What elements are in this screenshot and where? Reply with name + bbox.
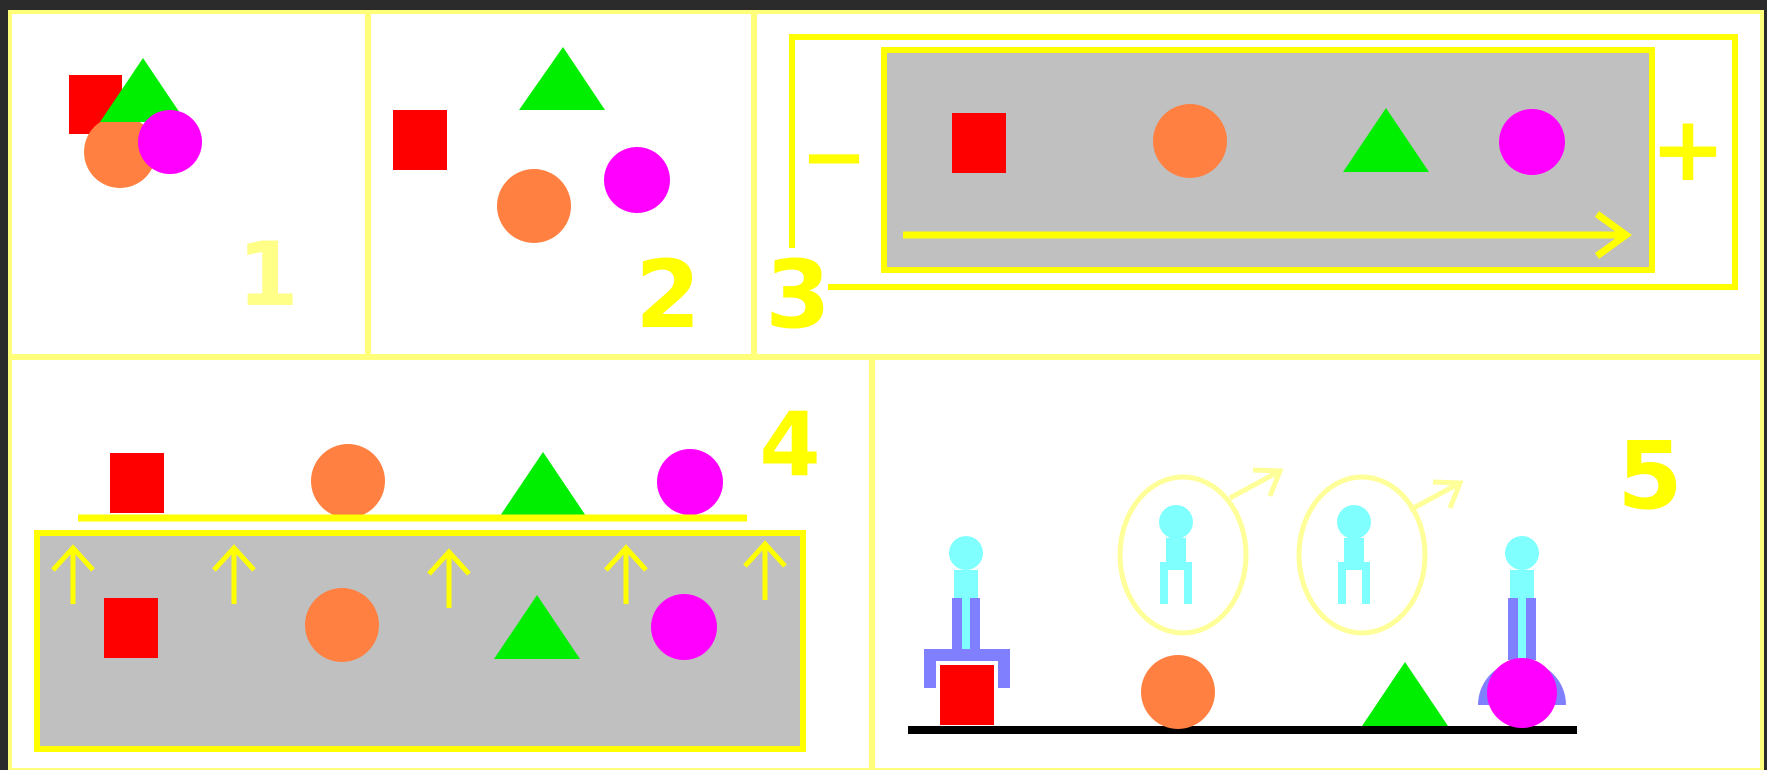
plus-symbol: + — [1650, 97, 1725, 202]
orange-circle — [1141, 655, 1215, 729]
magenta-circle — [657, 449, 723, 515]
minus-symbol: − — [800, 110, 867, 203]
magenta-circle — [651, 594, 717, 660]
panel-1-frame — [10, 12, 367, 356]
orange-circle — [497, 169, 571, 243]
panel-4: 4 — [10, 358, 871, 770]
panel-1: 1 — [10, 12, 367, 356]
red-square — [952, 113, 1006, 173]
panel-3: − + 3 — [755, 12, 1762, 356]
panel-5-label: 5 — [1617, 422, 1682, 531]
panel-1-label: 1 — [237, 223, 298, 326]
panel-5: 5 — [873, 358, 1762, 770]
orange-circle — [305, 588, 379, 662]
magenta-circle — [1499, 109, 1565, 175]
orange-circle — [1153, 104, 1227, 178]
magenta-circle — [604, 147, 670, 213]
panel-5-frame — [873, 358, 1762, 770]
orange-circle — [311, 444, 385, 518]
panel-2: 2 — [369, 12, 753, 356]
red-square — [940, 665, 994, 725]
magenta-circle — [1487, 658, 1557, 728]
panel-3-label: 3 — [765, 241, 830, 350]
red-square — [393, 110, 447, 170]
panel-2-label: 2 — [635, 241, 700, 350]
red-square — [104, 598, 158, 658]
red-square — [110, 453, 164, 513]
magenta-circle — [138, 110, 202, 174]
panel-4-label: 4 — [759, 393, 820, 496]
